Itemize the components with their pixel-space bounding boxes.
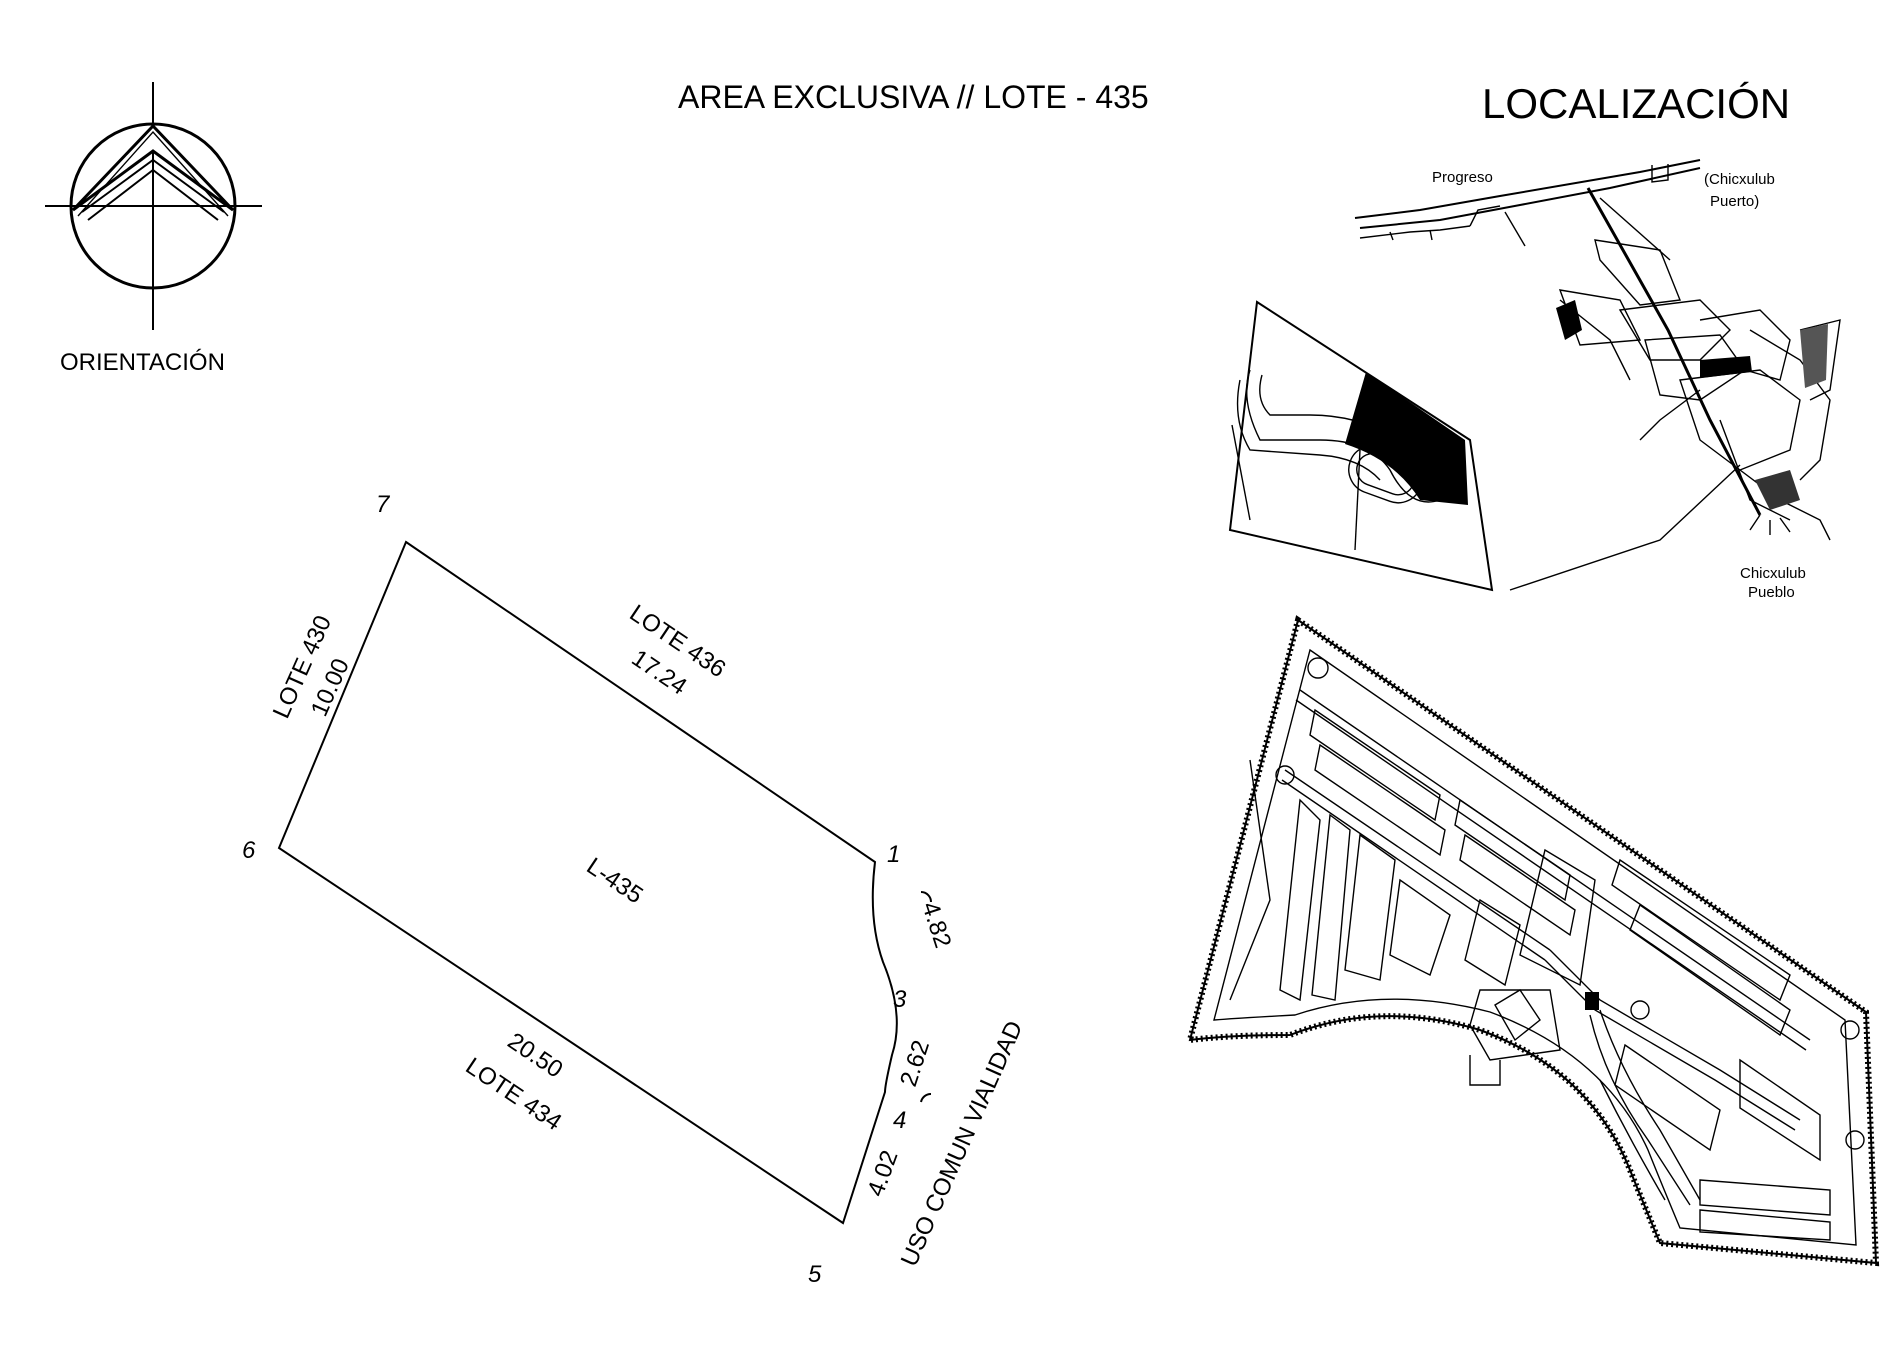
vertex-label: 3 xyxy=(893,986,907,1013)
site-plan xyxy=(1185,615,1880,1267)
vertex-label: 4 xyxy=(893,1107,906,1134)
place-label-chicxulub-pueblo: Pueblo xyxy=(1748,584,1795,601)
place-label-chicxulub-puerto: Puerto) xyxy=(1710,193,1759,210)
place-label-chicxulub-pueblo: Chicxulub xyxy=(1740,565,1806,582)
location-title: LOCALIZACIÓN xyxy=(1482,80,1790,127)
page-title: AREA EXCLUSIVA // LOTE - 435 xyxy=(678,79,1149,115)
vertex-label: 1 xyxy=(887,841,900,868)
place-label-progreso: Progreso xyxy=(1432,169,1493,186)
inset-map xyxy=(1228,300,1494,592)
vertex-label: 5 xyxy=(808,1261,822,1288)
orientation-label: ORIENTACIÓN xyxy=(60,349,225,376)
dimension-arc-3-4-label: 2.62 xyxy=(895,1037,935,1090)
dimension-5-6-label: 20.50 xyxy=(503,1028,568,1084)
place-label-chicxulub-puerto: (Chicxulub xyxy=(1704,171,1775,188)
north-arrow-icon xyxy=(45,82,262,330)
lot-polygon xyxy=(277,540,898,1225)
arc-radius-icon xyxy=(920,891,932,1103)
vertex-label: 7 xyxy=(376,491,391,518)
vertex-label: 6 xyxy=(242,837,256,864)
regional-map xyxy=(1354,159,1841,591)
dimension-4-5-label: 4.02 xyxy=(862,1147,903,1200)
lot-id-label: L-435 xyxy=(582,853,648,910)
dimension-arc-1-3-label: 4.82 xyxy=(916,899,956,952)
